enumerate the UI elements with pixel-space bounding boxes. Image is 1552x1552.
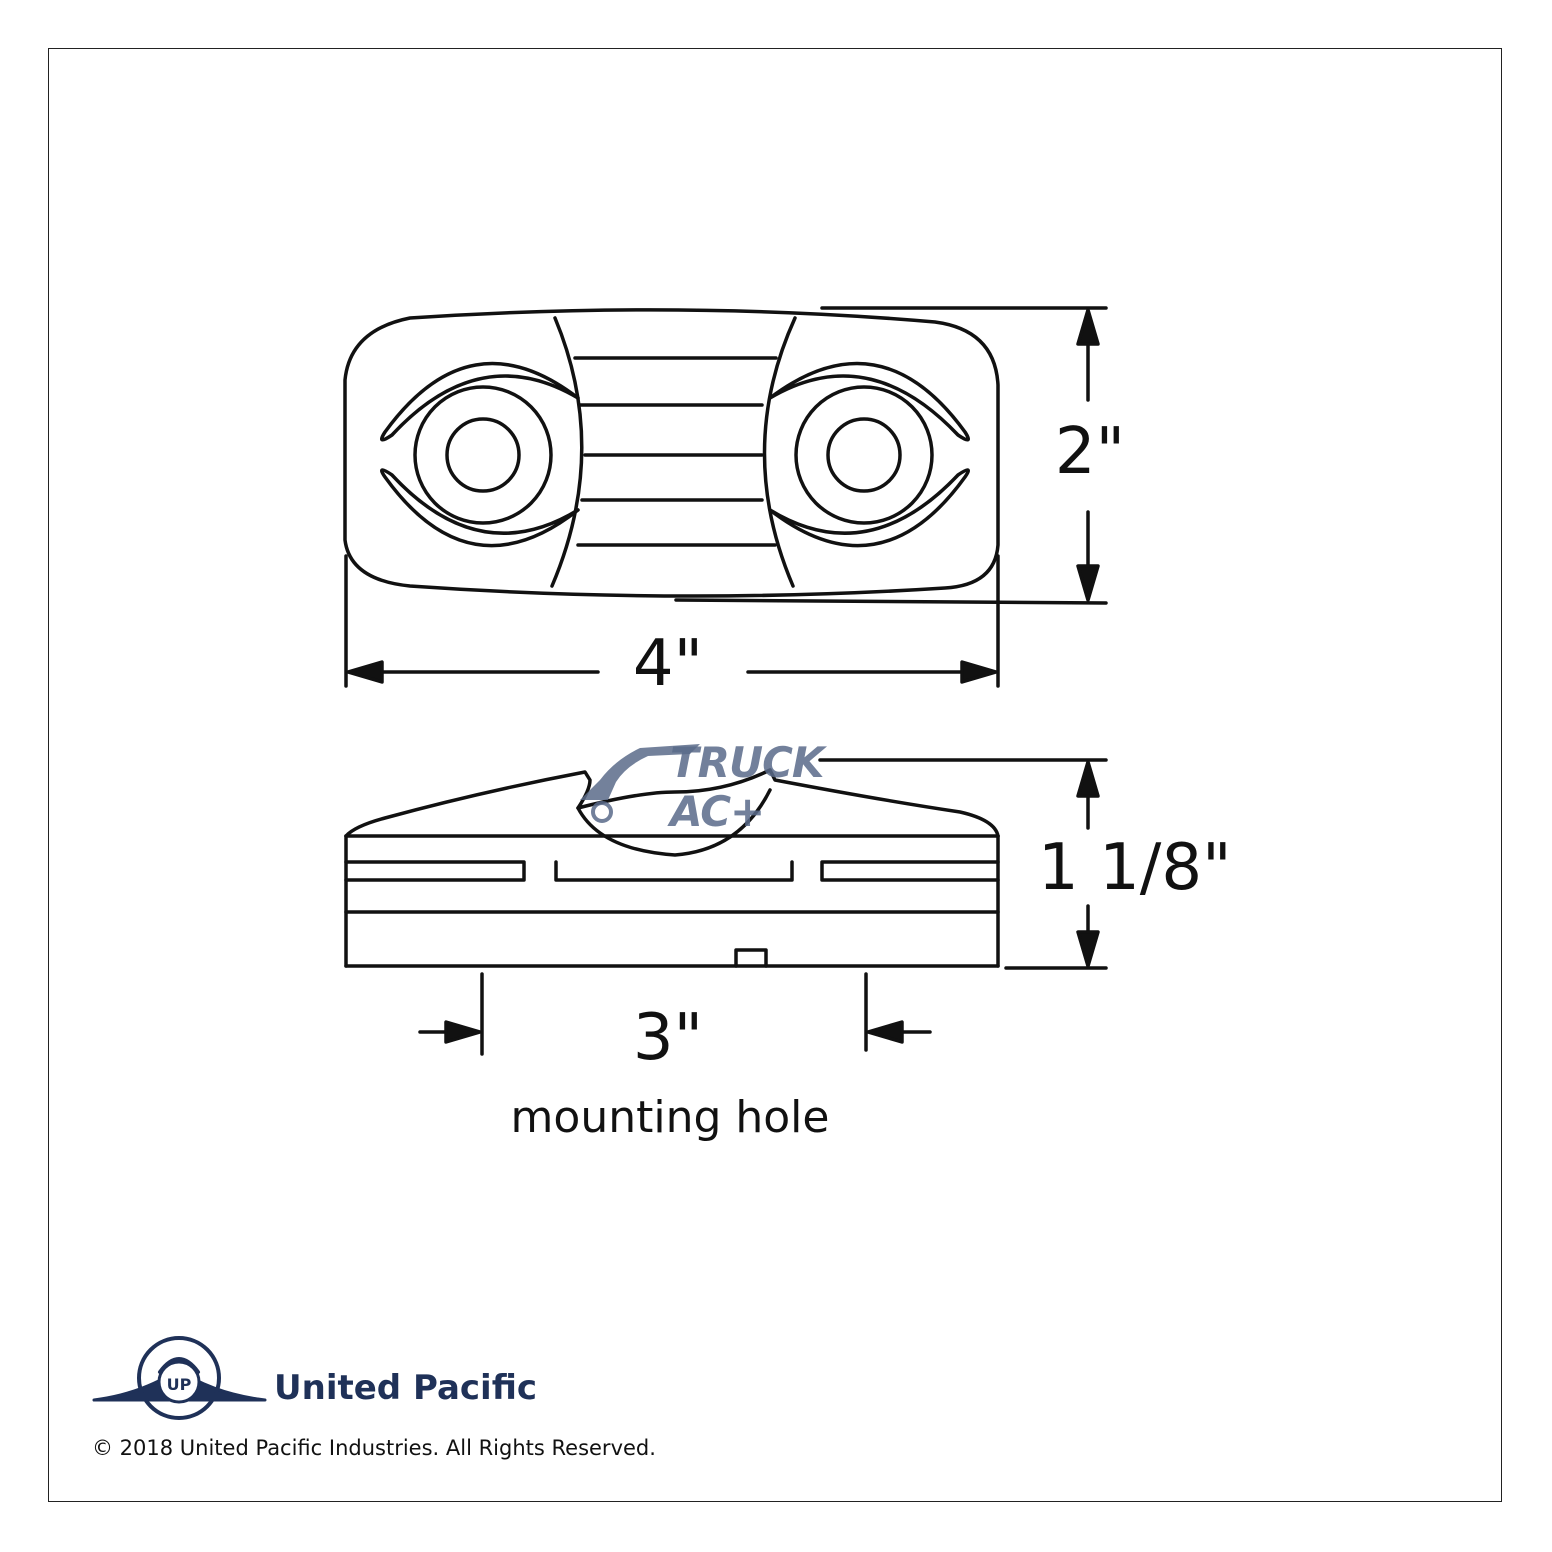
side-view-slot-right [820,860,1000,882]
right-lens-ring [794,385,934,525]
left-lens-arc-bottom [380,468,580,548]
left-lens-inner [445,417,521,493]
left-lens-ring [413,385,553,525]
side-view-slot-center [554,860,794,882]
side-view-tab [734,948,768,968]
height-label: 2" [1054,415,1126,489]
width-dimension [344,554,1000,688]
side-view-light [344,768,1000,968]
mounting-hole-dimension [418,972,932,1056]
brand-name: United Pacific [274,1368,538,1408]
side-view-slot-left [344,860,526,882]
drawing-frame [48,48,1502,1502]
right-lens-inner [826,417,902,493]
copyright-notice: © 2018 United Pacific Industries. All Ri… [92,1436,656,1460]
mounting-hole-caption: mounting hole [510,1092,830,1143]
depth-label: 1 1/8" [1038,831,1232,905]
mounting-hole-label: 3" [632,1001,704,1075]
height-dimension [674,306,1108,605]
svg-text:UP: UP [167,1375,192,1394]
top-view-light [343,308,1000,598]
top-view-outline [343,308,1000,598]
rib-right-curve [762,316,797,588]
right-lens-arc-top [768,361,970,442]
rib-left-curve [550,316,584,588]
depth-dimension [818,758,1108,970]
truck-ac-watermark-logo [580,744,700,823]
side-view-notch [576,788,772,857]
watermark-label: TRUCK AC+ [670,738,824,836]
left-lens-arc-top [380,361,580,442]
united-pacific-logo-icon: UP [92,1336,267,1420]
side-view-dome [344,768,1000,838]
width-label: 4" [632,627,704,701]
right-lens-arc-bottom [768,468,970,548]
